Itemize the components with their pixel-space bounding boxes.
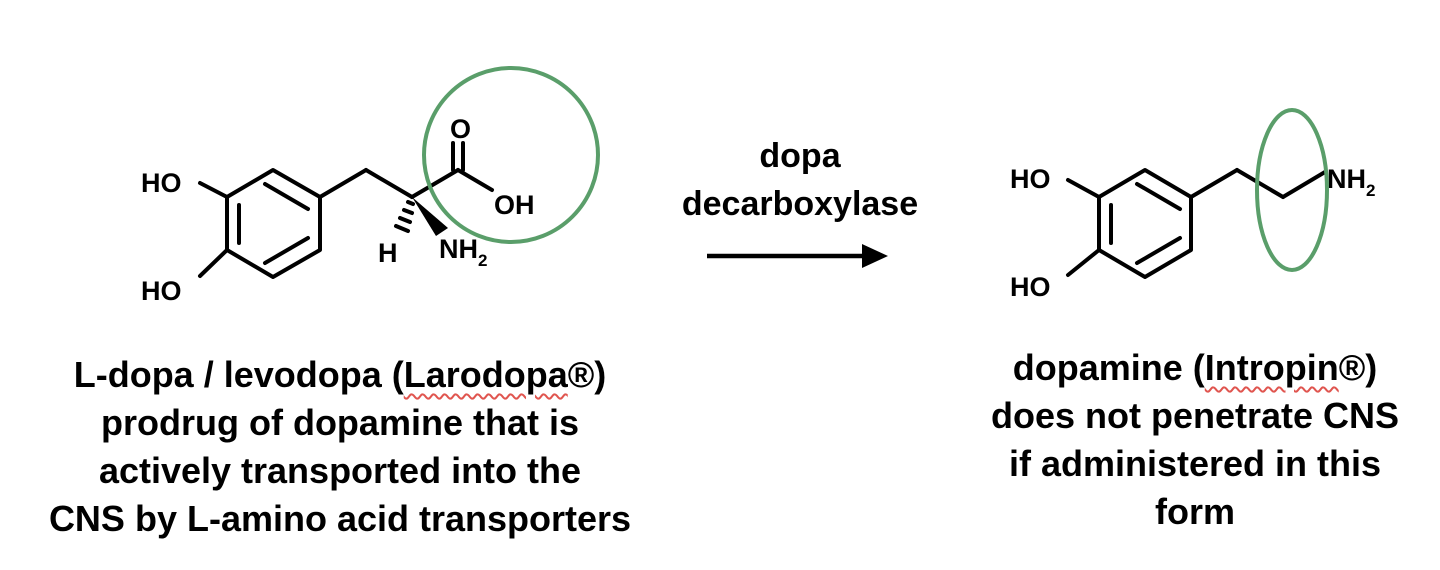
dopamine-ch2-bond bbox=[1235, 168, 1285, 199]
ldopa-calpha-bond bbox=[364, 168, 414, 199]
ldopa-hash-wedge bbox=[402, 208, 414, 215]
ldopa-carboxyl-bond bbox=[410, 168, 460, 199]
right-arrow-icon bbox=[707, 244, 888, 268]
dopamine-amine: NH2 bbox=[1327, 164, 1375, 200]
ldopa-ring-double-bond bbox=[263, 236, 310, 265]
ldopa-hydroxyl: OH bbox=[494, 190, 535, 220]
ldopa-caption-line4: CNS by L-amino acid transporters bbox=[48, 498, 632, 539]
ldopa-caption-line1: L-dopa / levodopa (Larodopa®) bbox=[73, 354, 607, 395]
ldopa-brand-name: Larodopa bbox=[403, 354, 568, 395]
ldopa-stereo-h: H bbox=[378, 238, 398, 268]
ldopa-caption-line2: prodrug of dopamine that is bbox=[101, 402, 579, 443]
dopamine-ch2-bond bbox=[1189, 168, 1239, 199]
dopamine-ho-top-bond bbox=[1066, 178, 1101, 199]
enzyme-label-line1: dopa bbox=[759, 137, 841, 175]
dopamine-caption: dopamine (Intropin®) does not penetrate … bbox=[960, 344, 1430, 536]
ldopa-hash-wedge bbox=[398, 216, 412, 224]
ldopa-solid-wedge bbox=[412, 197, 448, 236]
dopamine-structure: HO HO NH2 bbox=[1010, 108, 1375, 302]
dopamine-caption-line1: dopamine (Intropin®) bbox=[1012, 347, 1378, 388]
dopamine-caption-line2: does not penetrate CNS bbox=[990, 395, 1400, 436]
ldopa-ho-top: HO bbox=[141, 168, 182, 198]
ldopa-carbonyl-oxygen: O bbox=[450, 114, 471, 144]
ldopa-ch2-bond bbox=[318, 168, 368, 199]
enzyme-label: dopa decarboxylase bbox=[655, 132, 945, 228]
ldopa-hash-wedge bbox=[394, 224, 410, 233]
ldopa-ho-bottom-bond bbox=[198, 248, 229, 278]
ldopa-ho-bottom: HO bbox=[141, 276, 182, 306]
dopamine-ethylamine-highlight bbox=[1255, 108, 1329, 272]
dopamine-ho-top: HO bbox=[1010, 164, 1051, 194]
ldopa-ring-double-bond bbox=[263, 182, 310, 211]
ldopa-caption-line3: actively transported into the bbox=[98, 450, 582, 491]
dopamine-amine-bond bbox=[1281, 170, 1327, 199]
ldopa-hydroxyl-bond bbox=[456, 168, 494, 192]
dopamine-ring-double-bond bbox=[1135, 182, 1182, 211]
dopamine-ho-bottom: HO bbox=[1010, 272, 1051, 302]
ldopa-caption: L-dopa / levodopa (Larodopa®) prodrug of… bbox=[20, 351, 660, 543]
ldopa-hash-wedge bbox=[406, 200, 415, 206]
ldopa-structure: HO HO O OH H NH2 bbox=[141, 66, 600, 306]
ldopa-carboxyl-highlight bbox=[422, 66, 600, 244]
ldopa-ho-top-bond bbox=[198, 181, 229, 199]
ldopa-bonds bbox=[198, 141, 494, 279]
dopamine-ring-double-bond bbox=[1135, 236, 1182, 265]
dopamine-bonds bbox=[1066, 168, 1327, 279]
dopamine-caption-line3: if administered in this bbox=[1008, 443, 1382, 484]
dopamine-ho-bottom-bond bbox=[1066, 248, 1101, 277]
enzyme-label-line2: decarboxylase bbox=[681, 185, 919, 223]
dopamine-brand-name: Intropin bbox=[1204, 347, 1339, 388]
dopamine-caption-line4: form bbox=[1155, 491, 1235, 532]
ldopa-amine: NH2 bbox=[439, 234, 487, 270]
